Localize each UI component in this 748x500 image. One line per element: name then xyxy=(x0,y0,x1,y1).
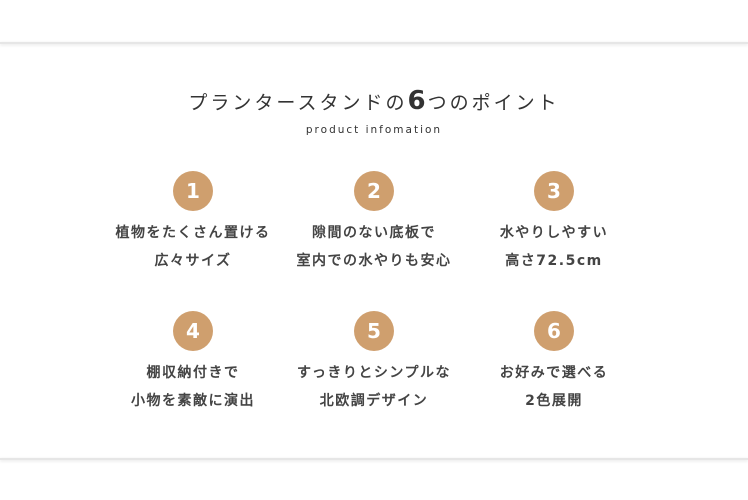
point-number-badge: 4 xyxy=(173,311,213,351)
top-divider xyxy=(0,42,748,44)
point-text-line: 広々サイズ xyxy=(154,253,232,269)
point-number-badge: 1 xyxy=(173,171,213,211)
point-text-line: 2色展開 xyxy=(525,393,583,409)
point-text-line: お好みで選べる xyxy=(499,365,609,381)
point-item: 1 植物をたくさん置ける広々サイズ xyxy=(93,171,293,275)
point-text-line: 棚収納付きで xyxy=(146,365,240,381)
section-subtitle: product infomation xyxy=(305,124,443,136)
point-text-line: 室内での水やりも安心 xyxy=(296,253,452,269)
point-text-line: すっきりとシンプルな xyxy=(296,365,452,381)
point-text-line: 隙間のない底板で xyxy=(312,225,436,241)
title-text-end: つのポイント xyxy=(427,92,560,114)
point-text-line: 水やりしやすい xyxy=(499,225,609,241)
point-text-line: 小物を素敵に演出 xyxy=(131,393,255,409)
bottom-divider xyxy=(0,458,748,460)
point-item: 5 すっきりとシンプルな北欧調デザイン xyxy=(274,311,474,415)
point-item: 4 棚収納付きで小物を素敵に演出 xyxy=(93,311,293,415)
point-number-badge: 6 xyxy=(534,311,574,351)
section-title: プランタースタンドの6つのポイント xyxy=(0,86,748,116)
point-item: 3 水やりしやすい高さ72.5cm xyxy=(454,171,654,275)
title-number: 6 xyxy=(407,86,428,116)
point-item: 6 お好みで選べる 2色展開 xyxy=(454,311,654,415)
point-number-badge: 2 xyxy=(354,171,394,211)
point-text-line: 植物をたくさん置ける xyxy=(115,225,271,241)
point-text-line: 北欧調デザイン xyxy=(319,393,429,409)
point-text-line: 高さ72.5cm xyxy=(505,253,603,269)
point-item: 2 隙間のない底板で室内での水やりも安心 xyxy=(274,171,474,275)
point-number-badge: 3 xyxy=(534,171,574,211)
point-number-badge: 5 xyxy=(354,311,394,351)
title-text: プランタースタンドの xyxy=(188,92,408,114)
